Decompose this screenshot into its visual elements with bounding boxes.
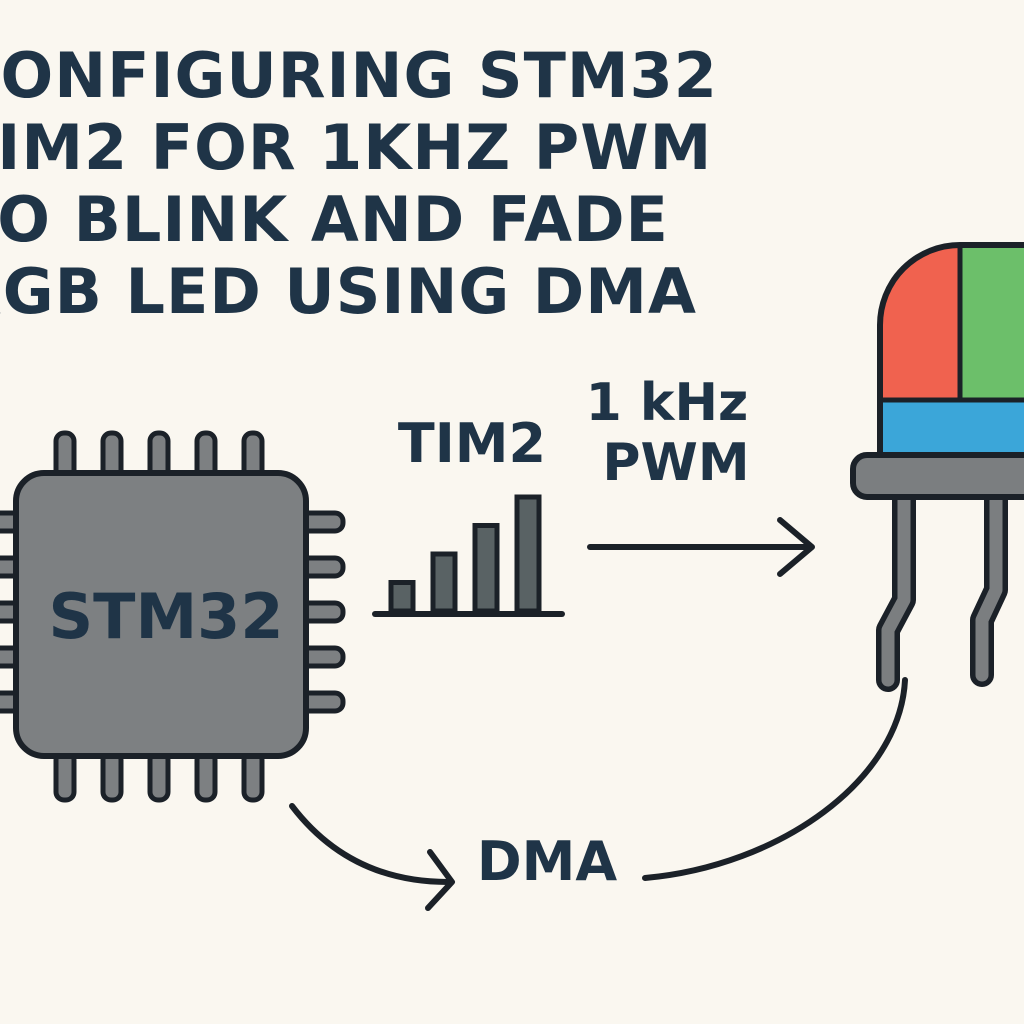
rgb-led [850,242,1024,692]
led-green-segment [960,245,1024,400]
title-line-1: CONFIGURING STM32 [0,39,718,112]
pwm-mode: PWM [602,433,749,493]
pwm-bar [514,494,542,614]
pwm-duty-bars-icon [388,494,542,614]
title-line-4: RGB LED USING DMA [0,255,697,328]
stm32-chip [13,470,309,759]
led-base-flange [850,452,1024,500]
pwm-label: 1 kHz PWM [586,373,767,493]
tim2-label: TIM2 [398,412,546,475]
pwm-frequency: 1 kHz [586,373,749,433]
pwm-bar [472,523,500,614]
dma-arrow [289,803,455,911]
pwm-bar [430,551,458,614]
arrow-to-led [587,517,815,577]
diagram-title: CONFIGURING STM32 TIM2 FOR 1KHZ PWM TO B… [0,39,718,328]
title-line-3: TO BLINK AND FADE [0,183,669,256]
dma-label: DMA [477,830,618,893]
pwm-bar [388,580,416,614]
chip-label: STM32 [49,580,284,653]
led-blue-segment [880,400,1024,458]
title-line-2: TIM2 FOR 1KHZ PWM [0,111,713,184]
dma-to-led-wire [642,677,908,881]
